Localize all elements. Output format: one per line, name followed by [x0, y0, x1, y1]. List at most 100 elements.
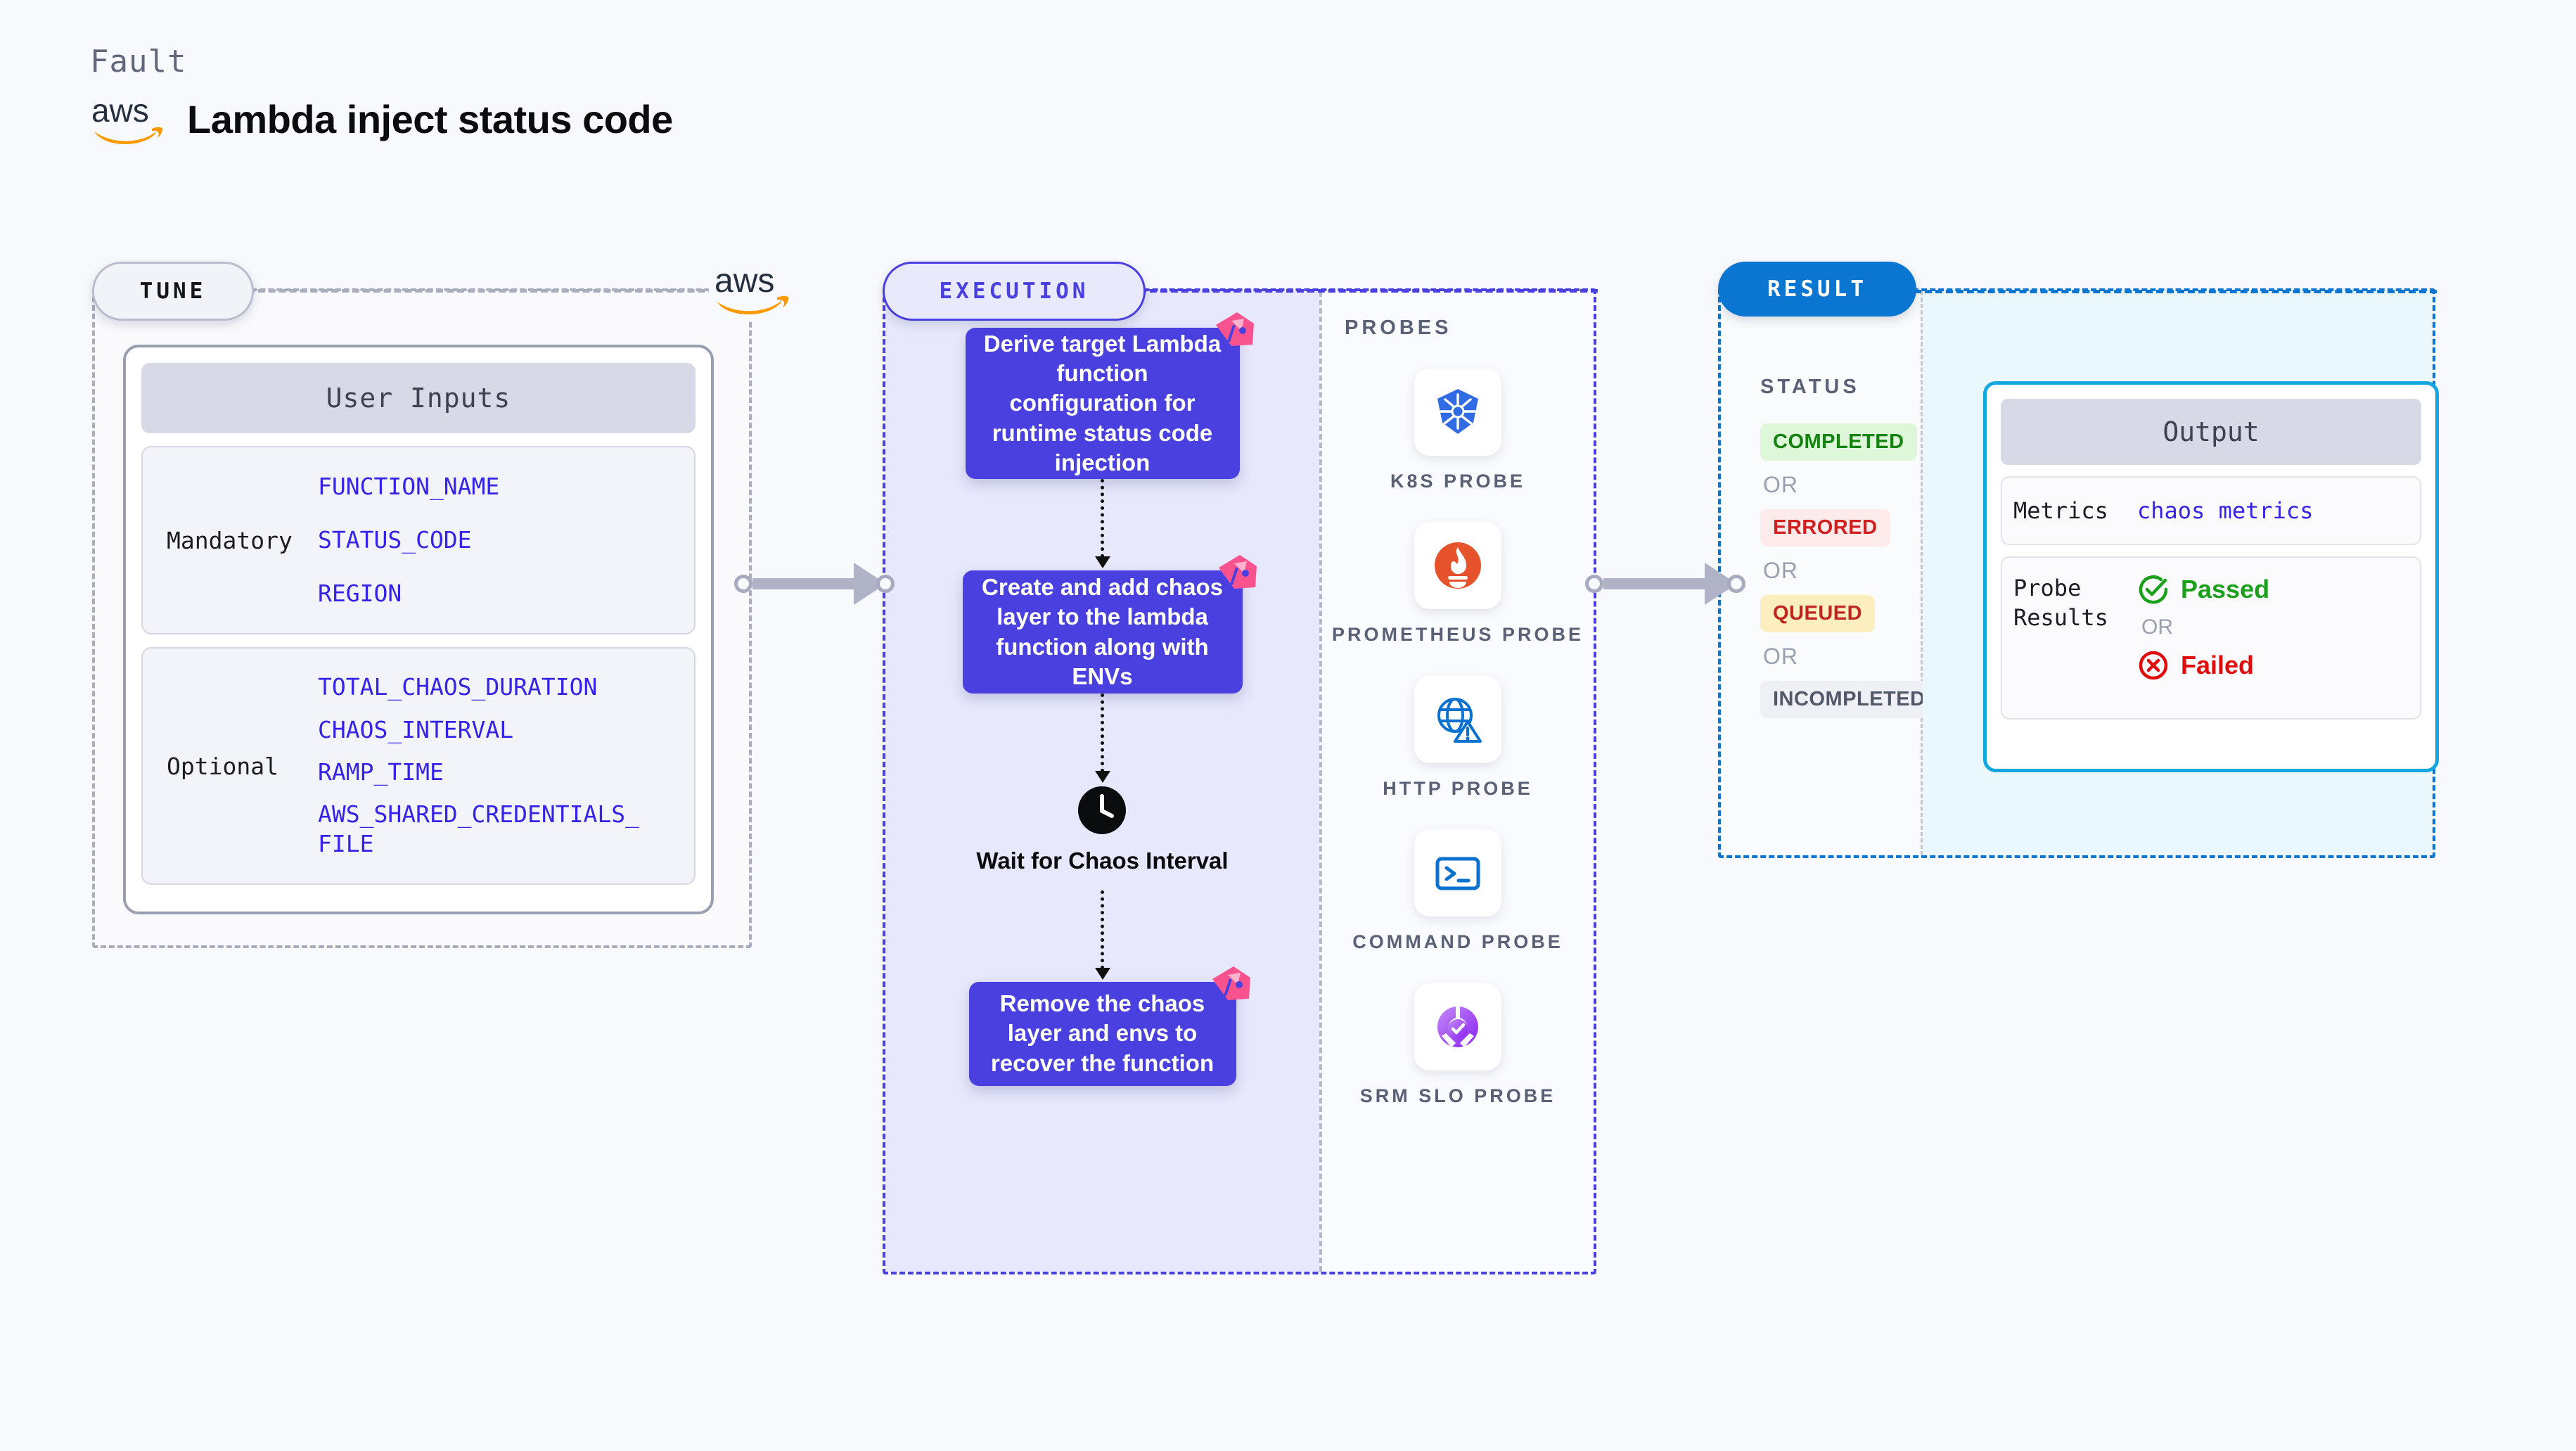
- param-region: REGION: [318, 580, 402, 608]
- connector-execution-to-result: [1585, 563, 1745, 605]
- page-header: Fault aws Lambda inject status code: [90, 44, 673, 147]
- probe-tile: [1414, 675, 1501, 763]
- probe-result-failed: Failed: [2137, 649, 2269, 682]
- execution-probes-divider: [1319, 291, 1322, 1272]
- execution-step-2-label: Create and add chaos layer to the lambda…: [982, 574, 1223, 689]
- failed-label: Failed: [2181, 651, 2255, 679]
- user-inputs-title: User Inputs: [141, 363, 696, 433]
- status-badge-incompleted: INCOMPLETED: [1760, 681, 1938, 718]
- page-title: Lambda inject status code: [187, 96, 673, 141]
- flow-arrow-3: [1095, 890, 1110, 980]
- status-title: STATUS: [1760, 376, 1860, 398]
- probe-result-or: OR: [2141, 615, 2173, 639]
- svg-text:aws: aws: [91, 92, 149, 129]
- output-card: Output Metrics chaos metrics Probe Resul…: [1983, 381, 2439, 772]
- passed-label: Passed: [2181, 575, 2270, 603]
- probe-item-http[interactable]: HTTP PROBE: [1383, 675, 1533, 801]
- probe-tile: [1414, 369, 1501, 456]
- tune-tag: TUNE: [92, 262, 254, 321]
- kubernetes-icon: [1437, 389, 1478, 434]
- probe-results-label: Probe Results: [2013, 575, 2108, 632]
- param-aws-shared-credentials-file: AWS_SHARED_CREDENTIALS_FILE: [318, 800, 639, 858]
- svg-text:aws: aws: [715, 262, 774, 300]
- connector-end-dot: [876, 575, 895, 593]
- result-leader-line: [1914, 290, 2437, 293]
- result-tag: RESULT: [1718, 262, 1916, 317]
- flow-arrow-1: [1095, 479, 1110, 568]
- probe-item-command[interactable]: COMMAND PROBE: [1352, 829, 1563, 954]
- status-badge-queued: QUEUED: [1760, 595, 1876, 632]
- execution-step-3-wait: Wait for Chaos Interval: [976, 785, 1229, 875]
- http-globe-warning-icon: [1437, 697, 1482, 743]
- param-ramp-time: RAMP_TIME: [318, 758, 444, 786]
- status-badge-errored: ERRORED: [1760, 509, 1890, 546]
- execution-step-1-label: Derive target Lambda function configurat…: [983, 330, 1222, 475]
- param-function-name: FUNCTION_NAME: [318, 472, 500, 500]
- probe-tile: [1414, 522, 1501, 610]
- connector-start-dot: [734, 575, 752, 593]
- check-circle-icon: [2139, 575, 2168, 604]
- chaos-badge-icon: [1218, 555, 1257, 589]
- probe-item-srm-slo[interactable]: SRM SLO PROBE: [1360, 983, 1556, 1108]
- execution-leader-line: [1139, 289, 1598, 293]
- result-panel: STATUS COMPLETED OR ERRORED OR QUEUED OR…: [1718, 288, 2439, 858]
- execution-panel: Derive target Lambda function configurat…: [883, 288, 1596, 1274]
- probe-item-prometheus[interactable]: PROMETHEUS PROBE: [1332, 522, 1584, 647]
- connector-bar: [752, 578, 854, 589]
- user-inputs-card: User Inputs Mandatory FUNCTION_NAME STAT…: [123, 345, 714, 914]
- execution-step-1: Derive target Lambda function configurat…: [965, 312, 1254, 479]
- or-separator: OR: [1763, 644, 1798, 669]
- clock-icon: [1078, 786, 1127, 834]
- probe-item-k8s[interactable]: K8S PROBE: [1390, 369, 1525, 494]
- execution-step-3-label: Wait for Chaos Interval: [976, 848, 1229, 874]
- connector-bar: [1603, 578, 1705, 589]
- execution-step-4-label: Remove the chaos layer and envs to recov…: [990, 990, 1215, 1076]
- tune-leader-line: [248, 289, 747, 293]
- metrics-row: Metrics chaos metrics: [2001, 476, 2421, 545]
- status-column: STATUS COMPLETED OR ERRORED OR QUEUED OR…: [1721, 291, 1938, 855]
- optional-param-group: Optional TOTAL_CHAOS_DURATION CHAOS_INTE…: [141, 647, 696, 885]
- param-chaos-interval: CHAOS_INTERVAL: [318, 715, 514, 743]
- probe-results-row: Probe Results Passed OR: [2001, 556, 2421, 720]
- connector-start-dot: [1585, 575, 1603, 593]
- probe-tile: [1414, 983, 1501, 1070]
- param-status-code: STATUS_CODE: [318, 525, 472, 554]
- srm-slo-icon: [1437, 1004, 1478, 1047]
- aws-logo-badge: aws: [709, 257, 792, 321]
- param-total-chaos-duration: TOTAL_CHAOS_DURATION: [318, 673, 598, 701]
- probes-column: PROBES K8S PROBE: [1322, 291, 1594, 1272]
- execution-steps-column: Derive target Lambda function configurat…: [885, 291, 1319, 1272]
- result-columns-divider: [1921, 291, 1923, 855]
- metrics-label: Metrics: [2013, 497, 2108, 524]
- execution-tag: EXECUTION: [883, 262, 1146, 321]
- prometheus-icon: [1434, 542, 1481, 589]
- probe-label: SRM SLO PROBE: [1359, 1085, 1556, 1106]
- execution-step-4: Remove the chaos layer and envs to recov…: [968, 966, 1250, 1086]
- execution-step-2: Create and add chaos layer to the lambda…: [962, 555, 1257, 693]
- output-title: Output: [2001, 399, 2421, 465]
- aws-logo: aws: [90, 91, 167, 147]
- x-circle-icon: [2139, 651, 2168, 680]
- probe-label: HTTP PROBE: [1383, 777, 1533, 799]
- metrics-value: chaos metrics: [2137, 497, 2314, 524]
- probe-result-passed: Passed: [2137, 573, 2269, 606]
- chaos-badge-icon: [1212, 966, 1250, 1000]
- connector-tune-to-execution: [734, 563, 895, 605]
- output-column: Output Metrics chaos metrics Probe Resul…: [1923, 291, 2439, 855]
- mandatory-label: Mandatory: [167, 526, 293, 554]
- status-badge-completed: COMPLETED: [1760, 423, 1917, 461]
- probe-label: PROMETHEUS PROBE: [1331, 624, 1584, 646]
- or-separator: OR: [1763, 558, 1798, 583]
- flow-arrow-2: [1095, 693, 1110, 783]
- chaos-badge-icon: [1215, 312, 1254, 346]
- fault-kicker: Fault: [90, 44, 187, 79]
- mandatory-param-group: Mandatory FUNCTION_NAME STATUS_CODE REGI…: [141, 446, 696, 634]
- optional-label: Optional: [167, 752, 278, 780]
- probes-title: PROBES: [1345, 317, 1452, 339]
- probe-label: K8S PROBE: [1390, 471, 1526, 492]
- probe-tile: [1414, 829, 1501, 917]
- terminal-icon: [1435, 857, 1480, 890]
- probe-label: COMMAND PROBE: [1352, 931, 1563, 953]
- connector-end-dot: [1727, 575, 1745, 593]
- or-separator: OR: [1763, 472, 1798, 497]
